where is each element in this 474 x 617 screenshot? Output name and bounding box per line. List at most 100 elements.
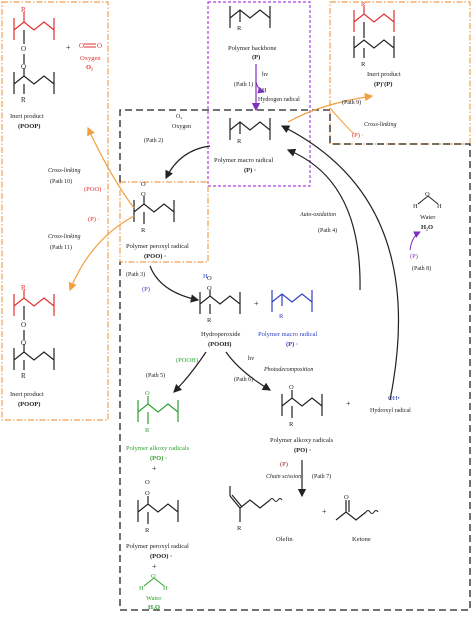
o-atom: O [21,321,26,329]
o-atom: O [289,384,294,391]
inert-left-code: (POOP) [18,401,40,408]
inert-left-label: Inert product [10,391,44,398]
o-atom: O [145,479,150,486]
p-radical-label: (P) · [88,216,100,223]
path3-arrow [149,265,200,303]
o-atom: O [79,42,84,50]
poop-structure-top [13,12,55,94]
ketone-wavy [365,510,379,514]
plus-sign: + [66,43,71,52]
poop-structure-bottom [13,290,55,370]
p-radical-label: (P) · [352,132,364,139]
blue-macro-radical-label: Polymer macro radical [258,331,317,338]
macro-radical-structure [229,118,271,140]
path9-label: (Path 9) [342,99,361,106]
o-atom: O [344,494,349,501]
o-atom: O [151,573,156,580]
o-atom: O [425,191,430,198]
h-atom: H [163,585,168,592]
peroxyl-structure [133,196,175,224]
path8-arrow [280,125,400,401]
backbone-structure [229,6,271,28]
hydroperoxide-code: (POOH) [208,341,231,348]
r-label: R [145,527,150,534]
inert-right-box [329,1,471,145]
olefin-structure [229,486,271,522]
o2-molecule [84,43,96,48]
oh-radical-label: OH• [388,395,400,402]
inert-left-box [1,1,109,421]
path10-label: (Path 10) [50,178,72,185]
backbone-box [207,1,311,187]
path9-branch [329,107,355,135]
path8-label: (Path 8) [412,265,431,272]
path4-arrow [286,148,361,291]
p-label: (P) [410,253,418,260]
hv-label: hν [248,355,254,362]
plus-sign: + [152,464,157,473]
o-atom: O [141,191,146,198]
o-atom: O [145,390,150,397]
backbone-code: (P) [252,54,260,61]
h-atom: H [262,88,267,94]
r-label: R [21,96,26,104]
plus-sign: + [152,562,157,571]
blue-macro-radical-structure [271,290,313,312]
plus-sign: + [254,299,259,308]
peroxyl-box [119,181,209,263]
backbone-label: Polymer backbone [228,45,277,52]
o-atom: O [207,275,212,282]
inert-right-code: (P)'(P) [374,81,392,88]
r-label: R [289,421,294,428]
o-atom: O [97,42,102,50]
bottom-peroxyl-structure [137,496,179,524]
oxygen-label: Oxygen [80,55,101,62]
path7-label: (Path 7) [312,473,331,480]
r-label: R [145,427,150,434]
water-structure [417,195,439,205]
r-label: R [21,6,26,14]
crosslink-label: Cross-linking [48,234,80,240]
path8-branch [409,231,421,251]
o-atom: O [21,339,26,347]
o2-label: O₂ [176,114,182,120]
water-label: Water [146,595,162,602]
r-label: R [207,317,212,324]
plus-sign: + [322,507,327,516]
inert-left-label: Inert product [10,113,44,120]
inert-right-label: Inert product [367,71,401,78]
peroxyl-radical-label: Polymer peroxyl radical [126,243,189,250]
path6-label: (Path 6) [234,376,253,383]
path2-label: (Path 2) [144,137,163,144]
water-formula: H₂O [421,224,433,231]
poo-radical-label: (POO) · [84,186,105,193]
green-alkoxy-label: Polymer alkoxy radicals [126,445,190,452]
r-label: R [361,61,366,68]
h-atom: H [437,203,442,210]
bottom-peroxyl-code: (POO) · [150,553,172,560]
p-label: (P) [142,286,150,293]
path10-arrow [87,126,135,209]
o-atom: O [207,285,212,292]
path6-arrow [225,351,272,391]
path5-arrow [173,351,207,393]
path11-arrow [68,215,135,292]
hv-label: hν [262,71,268,78]
r-label: R [237,138,242,145]
chain-scission-label: Chain scission [266,474,301,480]
olefin-wavy [269,498,283,502]
hydroxyl-radical-label: Hydroxyl radical [370,408,411,414]
main-dashed-box [119,109,471,611]
crosslink-label: Cross-linking [48,168,80,174]
photodecomposition-label: Photodecomposition [263,367,313,373]
water-formula: H₂O [148,604,160,611]
r-label: R [279,313,284,320]
o2-label: O₂ [86,64,93,71]
ketone-structure [335,500,367,521]
peroxyl-radical-code: (POO) · [144,253,166,260]
water-label: Water [420,214,436,221]
olefin-label: Olefin [276,536,293,543]
plus-sign: + [346,399,351,408]
r-label: R [237,25,242,32]
